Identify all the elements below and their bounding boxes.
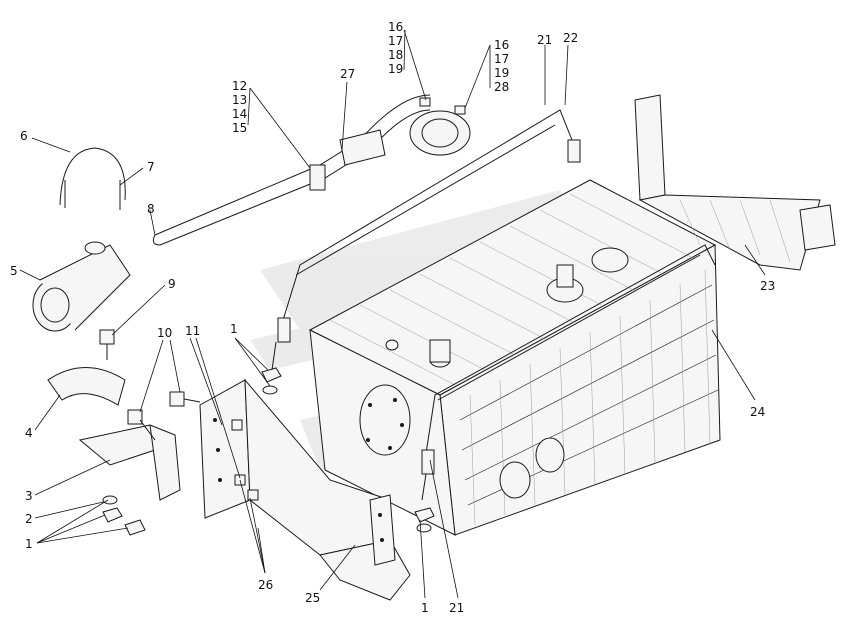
callout-15: 15 bbox=[232, 121, 247, 135]
callout-13: 13 bbox=[232, 93, 247, 107]
tank-straps bbox=[271, 109, 716, 501]
filler-hose bbox=[152, 94, 471, 246]
callout-14: 14 bbox=[232, 107, 247, 121]
callout-17-a: 17 bbox=[388, 34, 403, 48]
callout-4: 4 bbox=[25, 426, 33, 440]
fuel-tank bbox=[308, 179, 721, 536]
callout-23: 23 bbox=[760, 279, 775, 293]
callout-27: 27 bbox=[340, 67, 355, 81]
callout-1-left: 1 bbox=[25, 537, 33, 551]
callout-24: 24 bbox=[750, 405, 765, 419]
callout-25: 25 bbox=[305, 591, 320, 605]
callout-16-a: 16 bbox=[388, 20, 403, 34]
callout-18: 18 bbox=[388, 48, 403, 62]
callout-7: 7 bbox=[147, 160, 155, 174]
callout-1-bottom: 1 bbox=[421, 601, 429, 615]
callout-21-top: 21 bbox=[537, 33, 552, 47]
callout-12: 12 bbox=[232, 79, 247, 93]
callout-1-top: 1 bbox=[230, 322, 238, 336]
callout-19-a: 19 bbox=[388, 62, 403, 76]
callout-26: 26 bbox=[258, 578, 273, 592]
callout-21-bottom: 21 bbox=[449, 601, 464, 615]
callout-22: 22 bbox=[563, 31, 578, 45]
callout-17-b: 17 bbox=[494, 52, 509, 66]
callout-10: 10 bbox=[157, 326, 172, 340]
callout-3: 3 bbox=[25, 489, 33, 503]
small-parts bbox=[32, 147, 435, 536]
callout-5: 5 bbox=[10, 264, 18, 278]
leader-lines bbox=[19, 29, 766, 599]
callout-28: 28 bbox=[494, 80, 509, 94]
callout-2: 2 bbox=[25, 512, 33, 526]
callout-labels: 6 7 8 5 9 10 11 1 4 3 2 1 12 13 14 15 27… bbox=[10, 20, 775, 615]
callout-6: 6 bbox=[20, 129, 28, 143]
callout-8: 8 bbox=[147, 202, 155, 216]
callout-16-b: 16 bbox=[494, 38, 509, 52]
callout-19-b: 19 bbox=[494, 66, 509, 80]
callout-11: 11 bbox=[185, 324, 200, 338]
right-bracket bbox=[634, 94, 836, 271]
callout-9: 9 bbox=[168, 277, 176, 291]
